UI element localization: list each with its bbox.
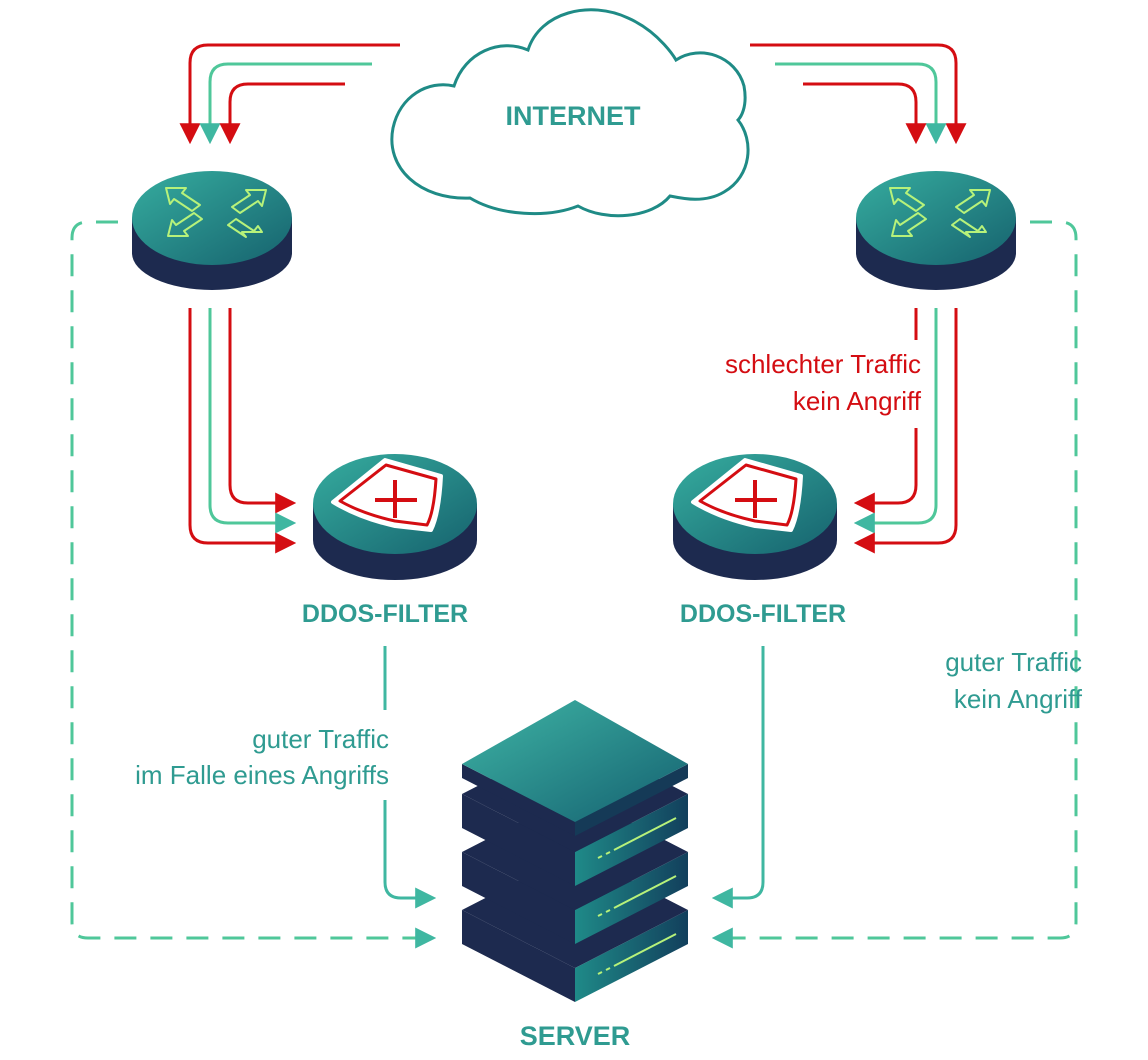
ddos-filter-left-label: DDOS-FILTER bbox=[302, 600, 468, 628]
internet-to-router-right-arrows bbox=[750, 43, 967, 145]
server-top bbox=[462, 700, 688, 836]
ddos-filter-right bbox=[673, 454, 837, 580]
server-stack-icon bbox=[462, 700, 688, 1002]
ddos-filter-right-label: DDOS-FILTER bbox=[680, 600, 846, 628]
internet-label: INTERNET bbox=[506, 101, 642, 131]
dashed-path-left bbox=[70, 220, 437, 949]
filter-right-to-server bbox=[711, 646, 765, 909]
shield-plus-icon bbox=[331, 458, 443, 532]
good-traffic-attack-label-line2: im Falle eines Angriffs bbox=[135, 760, 389, 790]
shield-plus-icon bbox=[691, 458, 803, 532]
router-right bbox=[856, 171, 1016, 290]
dashed-path-right bbox=[711, 220, 1078, 949]
good-traffic-noattack-label-line2: kein Angriff bbox=[954, 684, 1083, 714]
bad-traffic-label-line1: schlechter Traffic bbox=[725, 349, 921, 379]
server-label: SERVER bbox=[520, 1021, 631, 1051]
cloud-icon: INTERNET bbox=[390, 8, 750, 218]
filter-to-server-arrows bbox=[383, 646, 765, 909]
router-left-to-filter-arrows bbox=[188, 308, 297, 554]
router-arrows-icon bbox=[889, 187, 991, 238]
good-traffic-noattack-label-line1: guter Traffic bbox=[945, 647, 1082, 677]
router-left bbox=[132, 171, 292, 290]
good-traffic-attack-label-line1: guter Traffic bbox=[252, 724, 389, 754]
router-right-to-filter-arrows bbox=[853, 308, 958, 554]
router-arrows-icon bbox=[165, 187, 267, 238]
ddos-filter-left bbox=[313, 454, 477, 580]
bad-traffic-label-line2: kein Angriff bbox=[793, 386, 922, 416]
dashed-bypass-paths bbox=[70, 220, 1078, 949]
internet-to-router-left-arrows bbox=[179, 43, 400, 145]
